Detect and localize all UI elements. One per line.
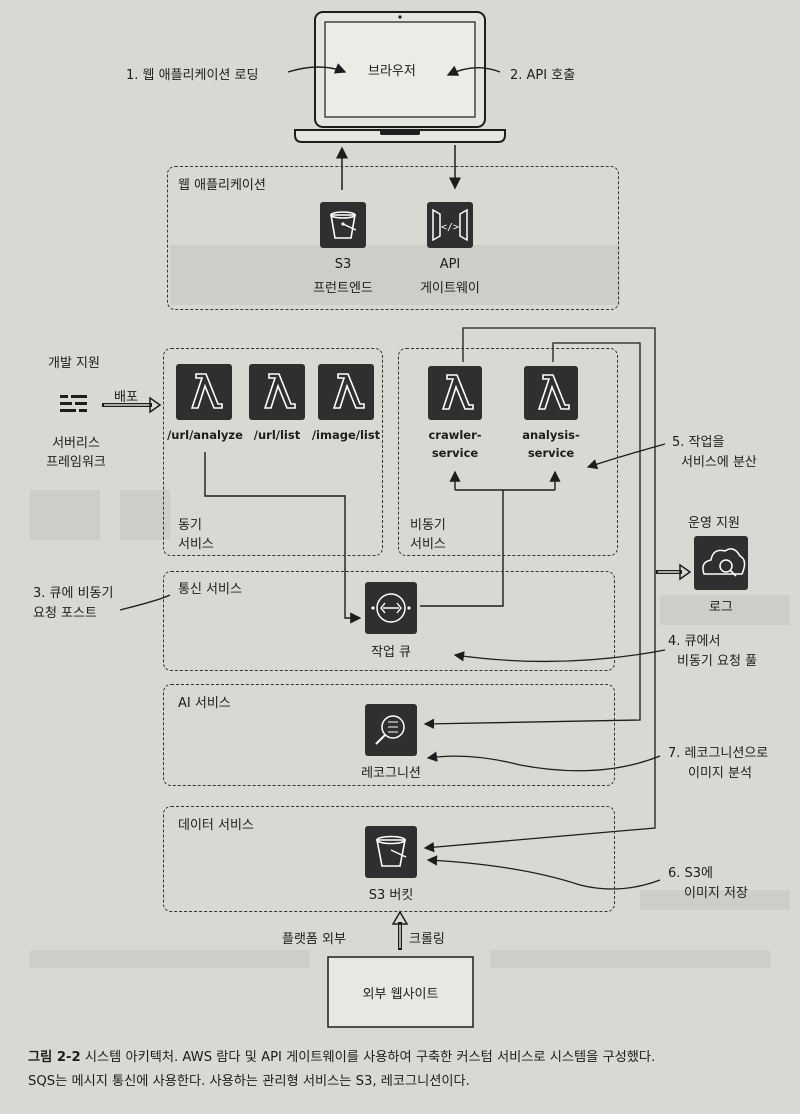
serverless-framework-icon [60, 395, 87, 412]
fn-crawler-1: crawler- [428, 428, 482, 442]
figure-caption: 그림 2-2 시스템 아키텍처. AWS 람다 및 API 게이트웨이를 사용하… [28, 1046, 788, 1094]
ops-title: 운영 지원 [688, 516, 740, 531]
caption-line-1: 시스템 아키텍처. AWS 람다 및 API 게이트웨이를 사용하여 구축한 커… [80, 1050, 656, 1065]
ai-services-group [163, 684, 615, 786]
callout-analyze-1: 7. 레코그니션으로 [668, 746, 769, 761]
callout-api-call: 2. API 호출 [510, 68, 576, 83]
deploy-arrow-icon [102, 396, 162, 414]
lambda-analysis-icon [524, 366, 578, 420]
async-title-2: 서비스 [410, 537, 446, 552]
webapp-title: 웹 애플리케이션 [178, 178, 266, 193]
devsupport-title: 개발 지원 [48, 356, 100, 371]
lambda-analyze-icon [176, 364, 232, 420]
platform-outside-label: 플랫폼 외부 [282, 932, 346, 947]
fn-url-list: /url/list [253, 428, 301, 442]
crawl-label: 크롤링 [409, 932, 445, 947]
caption-label: 그림 2-2 [28, 1050, 81, 1065]
api-gateway-label-1: API [439, 257, 461, 272]
caption-line-2: SQS는 메시지 통신에 사용한다. 사용하는 관리형 서비스는 S3, 레코그… [28, 1074, 470, 1089]
lambda-list-icon [249, 364, 305, 420]
deploy-label: 배포 [114, 390, 138, 405]
sqs-queue-icon [365, 582, 417, 634]
serverless-label-2: 프레임워크 [46, 455, 106, 470]
comm-services-group [163, 571, 615, 671]
svg-text:</>: </> [441, 222, 459, 233]
s3-bucket-icon [365, 826, 417, 878]
callout-post-1: 3. 큐에 비동기 [33, 586, 114, 601]
sync-title-2: 서비스 [178, 537, 214, 552]
s3-frontend-icon [320, 202, 366, 248]
ai-title: AI 서비스 [178, 696, 231, 711]
fn-image-list: /image/list [311, 428, 381, 442]
callout-distribute-2: 서비스에 분산 [681, 455, 757, 470]
s3-frontend-label-1: S3 [334, 257, 352, 272]
crawl-arrow-icon [391, 910, 409, 950]
lambda-crawler-icon [428, 366, 482, 420]
callout-store-1: 6. S3에 [668, 866, 714, 881]
callout-store-2: 이미지 저장 [684, 886, 748, 901]
callout-distribute-1: 5. 작업을 [672, 435, 725, 450]
browser-label: 브라우저 [368, 64, 416, 79]
sync-services-group [163, 348, 383, 556]
s3-frontend-label-2: 프런트엔드 [313, 281, 373, 296]
api-gateway-icon: </> [427, 202, 473, 248]
sync-title-1: 동기 [178, 518, 202, 533]
serverless-label-1: 서버리스 [52, 436, 100, 451]
api-gateway-label-2: 게이트웨이 [420, 281, 480, 296]
queue-label: 작업 큐 [370, 645, 411, 660]
webapp-group [167, 166, 619, 310]
rekognition-icon [365, 704, 417, 756]
async-title-1: 비동기 [410, 518, 446, 533]
s3-bucket-label: S3 버킷 [368, 888, 414, 903]
ops-arrow-icon [656, 563, 692, 581]
data-title: 데이터 서비스 [178, 818, 254, 833]
rekognition-label: 레코그니션 [361, 766, 421, 781]
callout-post-2: 요청 포스트 [33, 606, 97, 621]
fn-analysis-2: service [527, 446, 575, 460]
fn-analysis-1: analysis- [522, 428, 580, 442]
external-website-label: 외부 웹사이트 [362, 987, 439, 1002]
laptop-icon [294, 11, 506, 143]
logs-label: 로그 [709, 600, 733, 615]
lambda-image-list-icon [318, 364, 374, 420]
fn-url-analyze: /url/analyze [167, 428, 243, 442]
callout-load-webapp: 1. 웹 애플리케이션 로딩 [126, 68, 259, 83]
callout-pull-1: 4. 큐에서 [668, 634, 721, 649]
external-website-box [327, 956, 474, 1028]
async-services-group [398, 348, 618, 556]
callout-pull-2: 비동기 요청 풀 [677, 654, 758, 669]
data-services-group [163, 806, 615, 912]
fn-crawler-2: service [431, 446, 479, 460]
comm-title: 통신 서비스 [178, 582, 242, 597]
callout-analyze-2: 이미지 분석 [688, 766, 752, 781]
cloudwatch-logs-icon [694, 536, 748, 590]
